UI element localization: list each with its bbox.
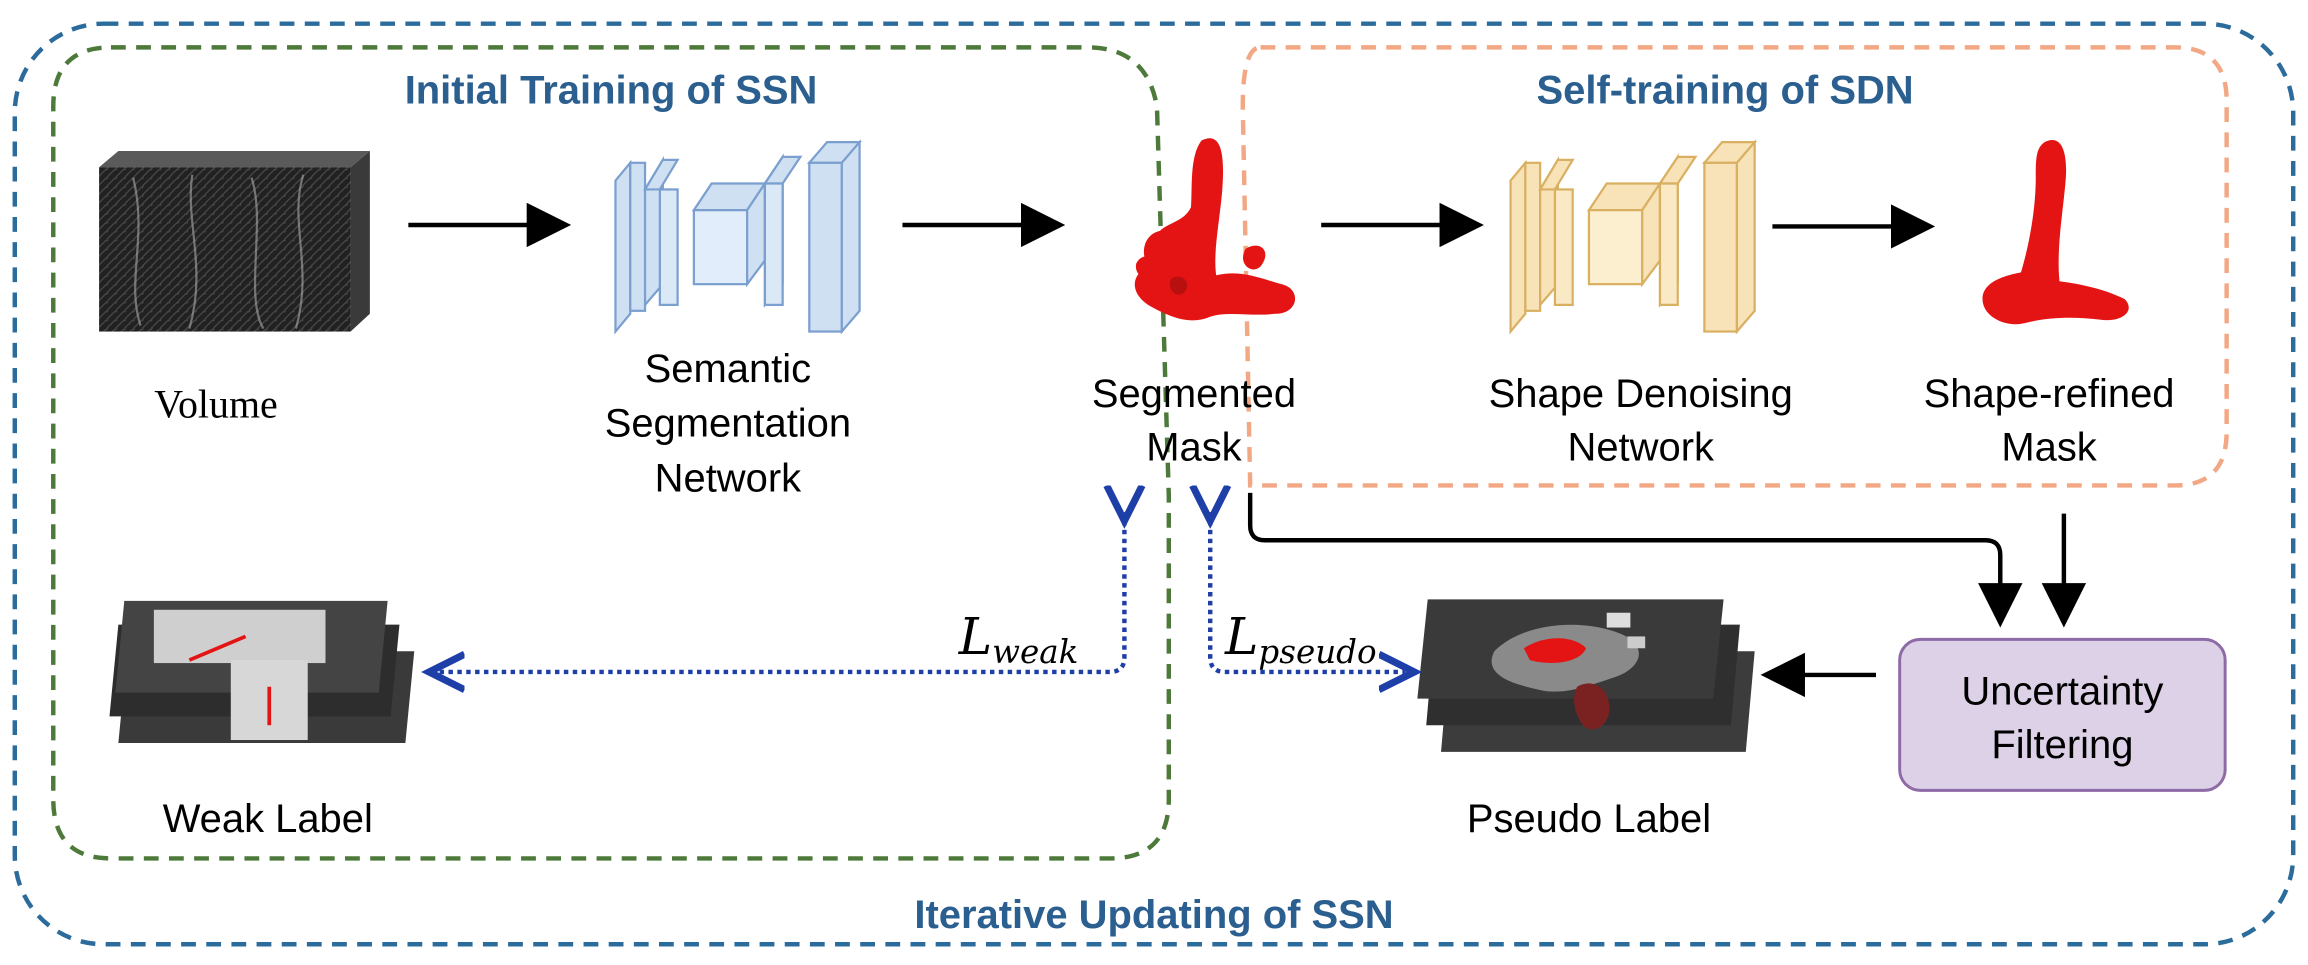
uncertainty-label-line1: Uncertainty bbox=[1961, 670, 2163, 714]
pseudo-loss-label: Lpseudo bbox=[1224, 607, 1377, 671]
ssn-label-line1: Semantic bbox=[645, 347, 811, 391]
sdn-network-icon bbox=[1509, 139, 1758, 335]
initial-training-title: Initial Training of SSN bbox=[405, 69, 818, 113]
weak-label-image bbox=[109, 600, 415, 743]
self-training-title: Self-training of SDN bbox=[1537, 69, 1914, 113]
weak-label-text: Weak Label bbox=[163, 797, 373, 841]
iterative-updating-title: Iterative Updating of SSN bbox=[914, 893, 1393, 937]
refined-mask-label-line1: Shape-refined bbox=[1924, 372, 2175, 416]
ssn-network-icon bbox=[614, 139, 862, 335]
self-training-region-border bbox=[1240, 45, 2229, 488]
uncertainty-label-line2: Filtering bbox=[1991, 723, 2133, 767]
weak-loss-arrow bbox=[438, 512, 1124, 672]
segmented-mask-label-line1: Segmented bbox=[1092, 372, 1296, 416]
pseudo-loss-sub: pseudo bbox=[1258, 633, 1376, 671]
refined-mask-label-line2: Mask bbox=[2001, 425, 2097, 469]
refined-mask-image bbox=[1982, 140, 2129, 325]
weak-loss-sub: weak bbox=[992, 633, 1078, 671]
ssn-label-line3: Network bbox=[655, 456, 802, 500]
weak-loss-label: Lweak bbox=[958, 607, 1079, 671]
pseudo-label-image bbox=[1417, 599, 1755, 752]
pseudo-loss-arrow bbox=[1210, 512, 1405, 672]
pseudo-loss-base: L bbox=[1224, 607, 1258, 666]
volume-image bbox=[99, 150, 370, 332]
weak-loss-base: L bbox=[958, 607, 992, 666]
volume-label: Volume bbox=[154, 381, 278, 426]
sdn-label-line1: Shape Denoising bbox=[1489, 372, 1793, 416]
pseudo-label-text: Pseudo Label bbox=[1467, 797, 1711, 841]
ssn-label-line2: Segmentation bbox=[605, 402, 851, 446]
segmented-mask-label-line2: Mask bbox=[1146, 425, 1242, 469]
sdn-label-line2: Network bbox=[1568, 425, 1715, 469]
uncertainty-filtering-box bbox=[1898, 637, 2227, 792]
initial-training-region-border bbox=[51, 45, 1172, 861]
segmented-mask-image bbox=[1134, 138, 1296, 321]
